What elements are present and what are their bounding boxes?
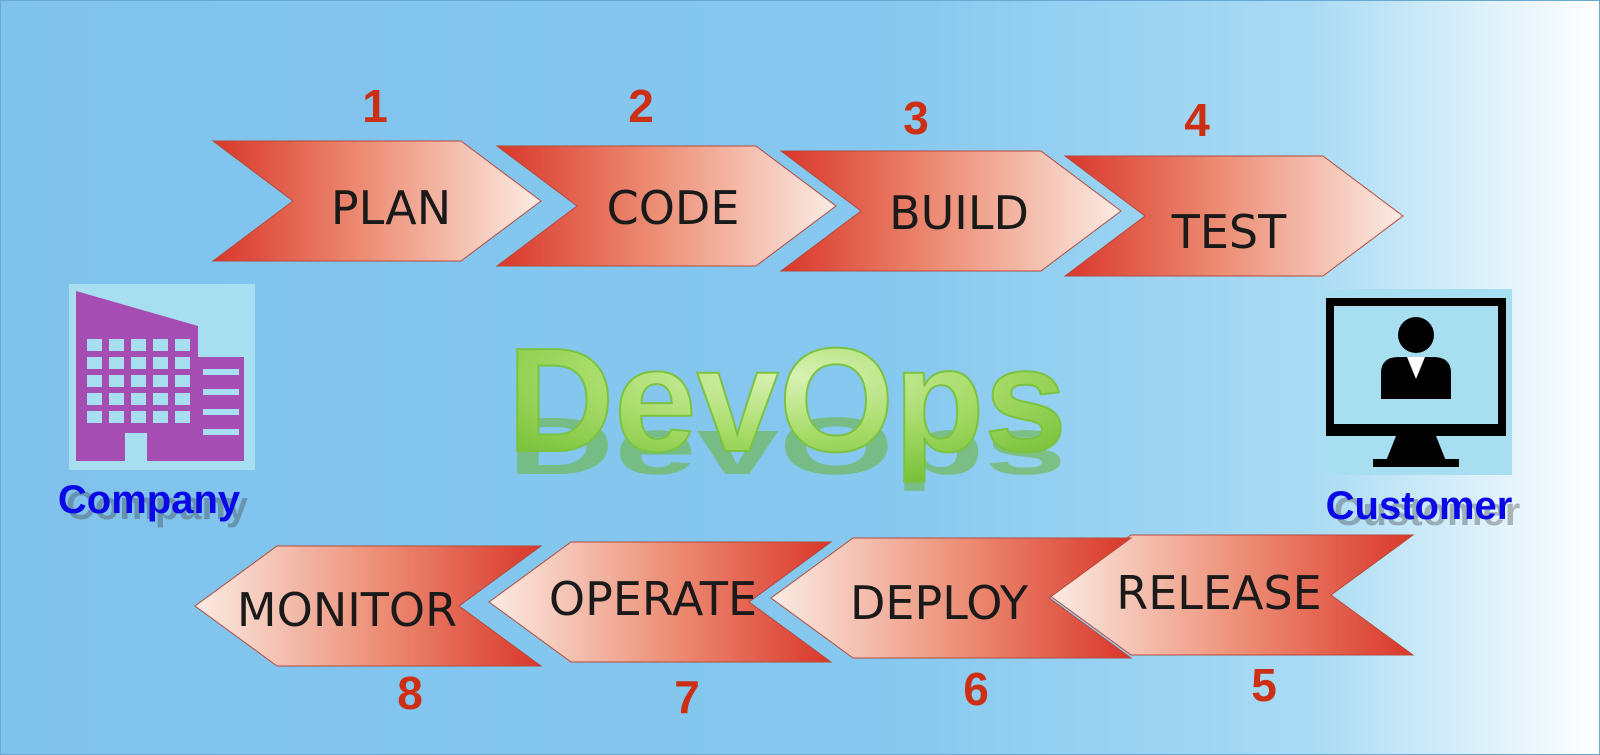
- monitor-user-icon: [1324, 289, 1512, 475]
- step-label-plan: PLAN: [331, 181, 451, 235]
- step-number-3: 3: [903, 92, 929, 144]
- step-number-2: 2: [628, 80, 654, 132]
- bottom-step-release: RELEASE 5: [1048, 534, 1415, 711]
- step-number-7: 7: [674, 671, 700, 723]
- step-label-monitor: MONITOR: [237, 583, 457, 637]
- step-label-build: BUILD: [889, 186, 1029, 240]
- step-label-test: TEST: [1171, 205, 1287, 259]
- step-label-release: RELEASE: [1116, 566, 1321, 620]
- customer-label: Customer: [1326, 484, 1513, 528]
- devops-title-shadow: DevOps: [507, 401, 1066, 492]
- top-step-2: CODE 2: [495, 80, 837, 267]
- step-label-deploy: DEPLOY: [850, 576, 1029, 630]
- customer-label-shadow: Customer: [1334, 490, 1521, 534]
- step-number-4: 4: [1184, 94, 1210, 146]
- company-label: Company: [58, 478, 241, 522]
- bottom-step-monitor: MONITOR 8: [194, 545, 543, 719]
- step-number-8: 8: [397, 667, 423, 719]
- company-label-shadow: Company: [66, 484, 249, 528]
- step-label-operate: OPERATE: [549, 572, 757, 626]
- building-icon: [69, 284, 255, 470]
- step-number-6: 6: [963, 663, 989, 715]
- devops-title: DevOps DevOps: [506, 317, 1067, 492]
- top-step-1: PLAN 1: [211, 80, 542, 262]
- step-label-code: CODE: [607, 181, 740, 235]
- top-step-4: TEST 4: [1063, 94, 1404, 277]
- bottom-step-operate: OPERATE 7: [488, 541, 833, 723]
- step-number-5: 5: [1251, 659, 1277, 711]
- bottom-step-deploy: DEPLOY 6: [770, 537, 1133, 715]
- step-number-1: 1: [362, 80, 388, 132]
- devops-title-text: DevOps: [507, 318, 1066, 483]
- top-step-3: BUILD 3: [779, 92, 1122, 272]
